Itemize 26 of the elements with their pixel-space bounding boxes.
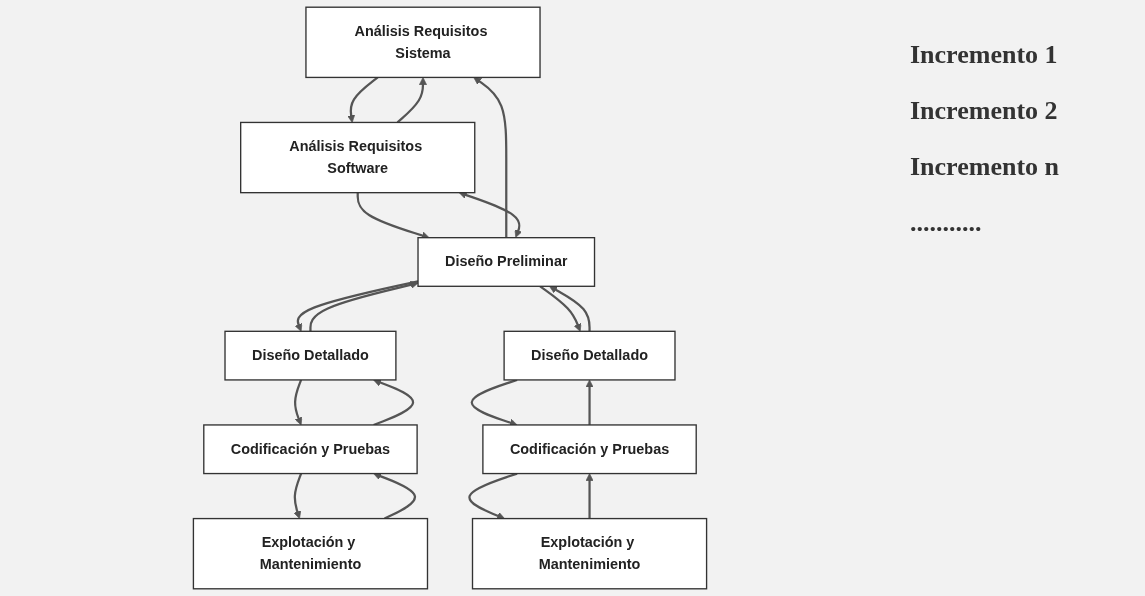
arrow — [373, 378, 415, 426]
arrow — [539, 285, 582, 332]
arrow — [473, 77, 508, 238]
node-box: Codificación y Pruebas — [482, 424, 697, 475]
node-box: Explotación y Mantenimiento — [471, 517, 708, 590]
arrow — [585, 473, 594, 519]
arrow — [294, 379, 303, 426]
increment-label: Incremento n — [910, 152, 1059, 182]
arrow — [468, 472, 518, 520]
increment-label: Incremento 1 — [910, 40, 1058, 70]
arrow — [347, 76, 379, 123]
arrow — [458, 191, 523, 238]
arrow — [549, 285, 591, 332]
node-box: Diseño Detallado — [503, 330, 676, 381]
node-box: Diseño Detallado — [224, 330, 397, 381]
increment-label: ........... — [910, 208, 982, 238]
node-box: Codificación y Pruebas — [203, 424, 418, 475]
arrow — [373, 472, 417, 520]
increment-label: Incremento 2 — [910, 96, 1058, 126]
arrow — [396, 77, 427, 124]
node-box: Diseño Preliminar — [417, 237, 596, 287]
arrow — [585, 379, 594, 425]
node-box: Análisis Requisitos Sistema — [305, 6, 541, 79]
arrow — [293, 473, 303, 519]
node-box: Análisis Requisitos Software — [240, 121, 476, 194]
node-box: Explotación y Mantenimiento — [192, 517, 429, 590]
